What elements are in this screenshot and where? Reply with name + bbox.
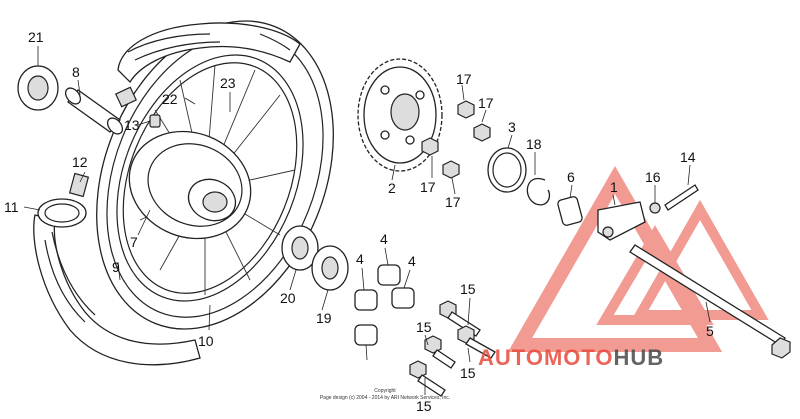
- bolt-15c: [424, 335, 456, 369]
- bearing-19: [311, 245, 349, 291]
- collar-6: [557, 196, 583, 226]
- callout-15c: 15: [460, 365, 476, 381]
- callout-labels: 21 8 12 11 13 22 23 7 9 10 20 19 2 17 17…: [4, 29, 714, 414]
- nut-16: [649, 202, 661, 214]
- callout-17b: 17: [478, 95, 494, 111]
- circlip-18: [526, 177, 551, 206]
- copyright-line2: Page design (c) 2004 - 2014 by ARI Netwo…: [320, 395, 450, 401]
- callout-22: 22: [162, 91, 178, 107]
- damper-4c: [391, 287, 415, 309]
- bearing-21: [17, 65, 59, 111]
- callout-2: 2: [388, 180, 396, 196]
- callout-7: 7: [130, 234, 138, 250]
- bearing-20: [281, 225, 319, 271]
- part-13: [149, 114, 161, 128]
- nut-17b: [473, 123, 491, 142]
- callout-4c: 4: [356, 251, 364, 267]
- callout-1: 1: [610, 179, 618, 195]
- bolt-15d: [409, 360, 446, 397]
- callout-11: 11: [4, 199, 19, 215]
- damper-4b: [354, 289, 378, 311]
- watermark-moto: MOTO: [544, 345, 614, 370]
- nut-17c: [421, 137, 439, 156]
- valve-stem: [114, 86, 138, 108]
- callout-15d: 15: [416, 398, 432, 414]
- damper-4a: [377, 264, 401, 286]
- callout-12: 12: [72, 154, 88, 170]
- tire-cutaway-top: [117, 22, 301, 84]
- callout-17c: 17: [420, 179, 436, 195]
- callout-4b: 4: [408, 253, 416, 269]
- watermark-text: AUTOMOTOHUB: [478, 345, 664, 370]
- callout-19: 19: [316, 310, 332, 326]
- callout-10: 10: [198, 333, 214, 349]
- callout-8: 8: [72, 64, 80, 80]
- callout-15b: 15: [416, 319, 432, 335]
- spacer-8: [64, 87, 124, 135]
- callout-16: 16: [645, 169, 661, 185]
- axle-5: [629, 244, 786, 346]
- callout-14: 14: [680, 149, 696, 165]
- callout-17a: 17: [456, 71, 472, 87]
- nut-17a: [457, 100, 475, 119]
- callout-3: 3: [508, 119, 516, 135]
- callout-21: 21: [28, 29, 44, 45]
- damper-4d: [354, 324, 378, 346]
- callout-23: 23: [220, 75, 236, 91]
- callout-18: 18: [526, 136, 542, 152]
- leader-lines: [23, 46, 711, 395]
- callout-5: 5: [706, 323, 714, 339]
- callout-15a: 15: [460, 281, 476, 297]
- svg-text:AUTOMOTOHUB: AUTOMOTOHUB: [478, 345, 664, 370]
- copyright-line1: Copyright: [374, 388, 396, 394]
- watermark-hub: HUB: [614, 345, 665, 370]
- ring-3: [487, 147, 527, 193]
- watermark-auto: AUTO: [478, 345, 544, 370]
- callout-6: 6: [567, 169, 575, 185]
- bolt-14: [664, 184, 699, 211]
- rim: [116, 54, 304, 302]
- tire-cutaway-left: [33, 214, 201, 366]
- callout-13: 13: [124, 117, 140, 133]
- nut-17d: [442, 160, 460, 179]
- callout-9: 9: [112, 259, 120, 275]
- callout-4a: 4: [380, 231, 388, 247]
- callout-17d: 17: [445, 194, 461, 210]
- sprocket: [357, 58, 443, 172]
- bolt-15b: [457, 325, 496, 359]
- rear-wheel-assembly: [33, 20, 334, 366]
- callout-20: 20: [280, 290, 296, 306]
